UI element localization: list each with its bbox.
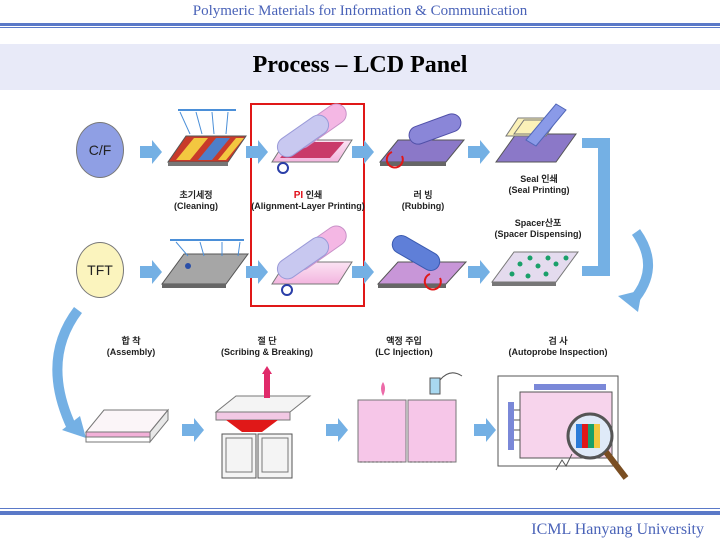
- step-spacer-label: Spacer산포 (Spacer Dispensing): [486, 218, 590, 240]
- seal-en: (Seal Printing): [508, 185, 570, 195]
- step-scribing-label: 절 단 (Scribing & Breaking): [212, 336, 322, 358]
- scribing-en: (Scribing & Breaking): [220, 347, 313, 357]
- pi-printing-tft: [271, 225, 353, 296]
- arrow-row1-4: [468, 140, 490, 164]
- rubbing-ko: 러 빙: [413, 190, 433, 200]
- arrow-row1-2: [246, 140, 268, 164]
- arrow-row2-2: [246, 260, 268, 284]
- tft-label: TFT: [87, 262, 113, 278]
- probe-ko: 검 사: [548, 336, 568, 346]
- step-probe-label: 검 사 (Autoprobe Inspection): [496, 336, 620, 358]
- header-title: Polymeric Materials for Information & Co…: [192, 3, 528, 19]
- left-curve-connector: [52, 306, 86, 438]
- scribing-assembly: [214, 366, 312, 479]
- rubbing-cf: [378, 113, 466, 169]
- probe-en: (Autoprobe Inspection): [508, 347, 608, 357]
- step-assembly-label: 합 착 (Assembly): [96, 336, 166, 358]
- pi-printing-cf: [271, 103, 353, 174]
- assembly-stack: [84, 408, 170, 444]
- tft-cleaning-plate: [161, 239, 249, 288]
- footer-rule-thin: [0, 508, 720, 509]
- page-title: Process – LCD Panel: [252, 52, 468, 78]
- rubbing-en: (Rubbing): [401, 201, 445, 211]
- assembly-en: (Assembly): [106, 347, 156, 357]
- arrow-row2-4: [468, 260, 490, 284]
- lc-injection-cells: [357, 372, 463, 463]
- header-rule-top: [0, 23, 720, 26]
- scribing-ko: 절 단: [257, 336, 277, 346]
- lc-en: (LC Injection): [375, 347, 433, 357]
- cf-label: C/F: [88, 142, 112, 158]
- arrow-row3-3: [474, 418, 496, 442]
- seal-ko: Seal 인쇄: [520, 174, 558, 184]
- cf-cleaning-plate: [167, 109, 247, 166]
- lc-ko: 액정 주입: [386, 336, 422, 346]
- footer-rule-thick: [0, 511, 720, 515]
- cleaning-en: (Cleaning): [174, 201, 218, 211]
- pi-en: (Alignment-Layer Printing): [251, 201, 365, 211]
- step-rubbing-label: 러 빙 (Rubbing): [388, 190, 458, 212]
- arrow-row1-1: [140, 140, 162, 164]
- arrow-row2-1: [140, 260, 162, 284]
- spacer-en: (Spacer Dispensing): [494, 229, 582, 239]
- header-rule-thin: [0, 27, 720, 28]
- spacer-dispensing-plate: [491, 251, 579, 286]
- assembly-ko: 합 착: [121, 336, 141, 346]
- autoprobe-inspection: [497, 375, 629, 480]
- step-seal-label: Seal 인쇄 (Seal Printing): [494, 174, 584, 196]
- cleaning-ko: 초기세정: [179, 190, 213, 200]
- rubbing-tft: [376, 235, 468, 291]
- bracket-connector: [582, 138, 653, 312]
- step-pi-label: PI 인쇄 (Alignment-Layer Printing): [242, 190, 374, 212]
- pi-highlight-box: [250, 103, 365, 307]
- title-band: [0, 44, 720, 90]
- arrow-row3-1: [182, 418, 204, 442]
- step-lc-label: 액정 주입 (LC Injection): [364, 336, 444, 358]
- arrow-row1-3: [352, 140, 374, 164]
- arrow-row3-2: [326, 418, 348, 442]
- spacer-ko: Spacer산포: [514, 218, 562, 228]
- pi-prefix: PI: [293, 190, 304, 201]
- footer-text: ICML Hanyang University: [531, 521, 704, 538]
- cf-oval: C/F: [76, 122, 124, 178]
- tft-oval: TFT: [76, 242, 124, 298]
- seal-printing-plate: [495, 103, 577, 163]
- arrow-row2-3: [352, 260, 374, 284]
- pi-ko: 인쇄: [303, 190, 323, 200]
- step-cleaning-label: 초기세정 (Cleaning): [166, 190, 226, 212]
